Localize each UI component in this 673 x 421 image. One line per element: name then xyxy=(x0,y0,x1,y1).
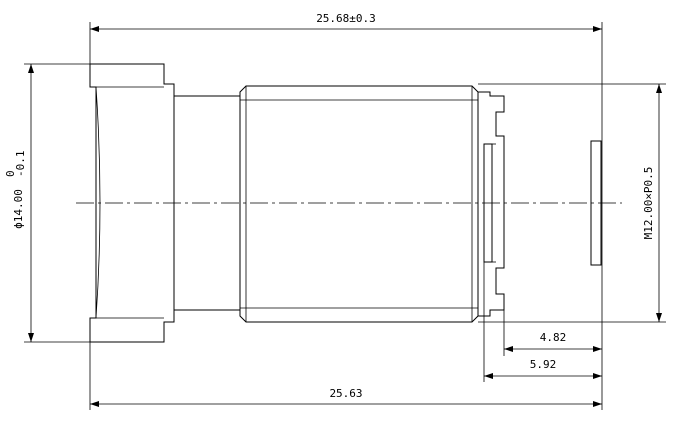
dim-thread: M12.00×P0.5 xyxy=(478,83,666,323)
back-dim-small-label: 4.82 xyxy=(540,331,567,344)
barrel-diameter-main-label: ϕ14.00 xyxy=(12,189,25,229)
barrel-diameter-tol-lower-label: -0.1 xyxy=(14,151,27,178)
dim-overall-length-top: 25.68±0.3 xyxy=(89,12,603,410)
overall-length-top-label: 25.68±0.3 xyxy=(316,12,376,25)
dim-back-5-92: 5.92 xyxy=(483,262,602,382)
dim-barrel-diameter: ϕ14.00 0 -0.1 xyxy=(4,63,90,343)
back-dim-large-label: 5.92 xyxy=(530,358,557,371)
dim-overall-length-bottom: 25.63 xyxy=(89,342,602,410)
thread-spec-label: M12.00×P0.5 xyxy=(642,167,655,240)
barrel-diameter-tol-upper-label: 0 xyxy=(4,170,17,177)
overall-length-bottom-label: 25.63 xyxy=(329,387,362,400)
dim-back-4-82: 4.82 xyxy=(503,310,602,356)
